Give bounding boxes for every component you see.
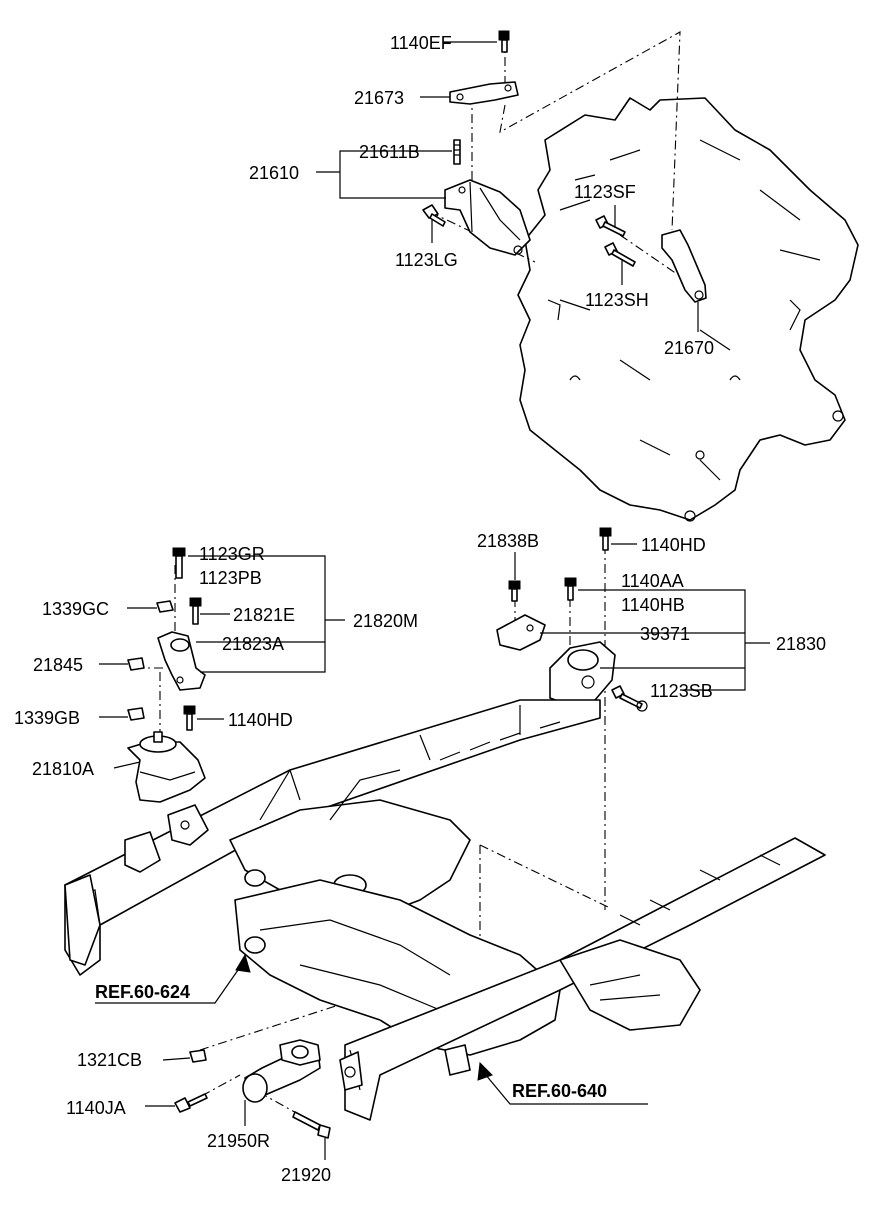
- stud-21611b-icon: [453, 139, 461, 165]
- part-labels: 1140EF 21673 21611B 21610 1123LG 1123SF …: [14, 33, 826, 1185]
- upper-mount-bracket: [444, 81, 531, 256]
- label-1123sh: 1123SH: [585, 290, 649, 310]
- bolt-1140ja-icon: [174, 1093, 208, 1113]
- label-39371: 39371: [640, 624, 690, 644]
- label-21611b: 21611B: [359, 142, 420, 162]
- label-21920: 21920: [281, 1165, 331, 1185]
- label-1123pb: 1123PB: [199, 568, 262, 588]
- label-21821e: 21821E: [233, 605, 295, 625]
- bolt-1123sb-icon: [611, 685, 648, 712]
- label-21838b: 21838B: [477, 531, 539, 551]
- label-1123sb: 1123SB: [650, 681, 713, 701]
- bolt-1123sf-icon: [595, 215, 626, 237]
- bolt-1140hd-right-icon: [599, 527, 612, 551]
- subframe-assembly: [64, 699, 826, 1121]
- label-21670: 21670: [664, 338, 714, 358]
- label-21673: 21673: [354, 88, 404, 108]
- label-21810a: 21810A: [32, 759, 94, 779]
- label-21823a: 21823A: [222, 634, 284, 654]
- label-1140hd-left: 1140HD: [228, 710, 293, 730]
- nut-1321cb-icon: [189, 1049, 207, 1063]
- label-ref-60-624: REF.60-624: [95, 982, 190, 1002]
- label-1140hb: 1140HB: [621, 595, 685, 615]
- label-21820m: 21820M: [353, 611, 418, 631]
- nut-1339gc-icon: [156, 600, 174, 613]
- bolt-1140hd-left-icon: [183, 705, 196, 731]
- insulator-21830: [549, 641, 616, 707]
- label-21830: 21830: [776, 634, 826, 654]
- bolt-1140aa-icon: [564, 577, 577, 601]
- label-21950r: 21950R: [207, 1131, 270, 1151]
- leader-lines: [95, 41, 770, 1160]
- bolt-1140ef-icon: [498, 30, 510, 53]
- label-1123sf: 1123SF: [574, 182, 636, 202]
- bolt-1123lg-icon: [422, 204, 446, 227]
- bolt-21920-icon: [292, 1111, 331, 1139]
- bracket-21823a: [157, 631, 206, 691]
- label-1339gb: 1339GB: [14, 708, 80, 728]
- engine-bracket-21670: [661, 229, 707, 303]
- nut-21845-icon: [127, 657, 145, 671]
- label-1140aa: 1140AA: [621, 571, 684, 591]
- bolt-21838b-icon: [508, 580, 521, 602]
- label-1123gr: 1123GR: [199, 544, 265, 564]
- label-1321cb: 1321CB: [77, 1050, 142, 1070]
- bolt-1123sh-icon: [604, 242, 636, 267]
- bolt-1123gr-icon: [172, 547, 186, 579]
- label-1339gc: 1339GC: [42, 599, 109, 619]
- engine-block: [517, 97, 859, 522]
- label-ref-60-640: REF.60-640: [512, 1081, 607, 1101]
- insulator-21810a: [127, 731, 206, 803]
- label-1123lg: 1123LG: [395, 250, 458, 270]
- label-1140hd-right: 1140HD: [641, 535, 706, 555]
- ref-arrows: [235, 953, 493, 1081]
- nut-1339gb-icon: [127, 707, 145, 721]
- label-1140ja: 1140JA: [66, 1098, 126, 1118]
- roll-rod-21950r: [242, 1039, 321, 1103]
- bolt-21821e-icon: [189, 597, 202, 625]
- bracket-39371: [496, 614, 546, 651]
- label-21845: 21845: [33, 655, 83, 675]
- label-1140ef: 1140EF: [390, 33, 452, 53]
- label-21610: 21610: [249, 163, 299, 183]
- dashed-assembly-lines: [135, 31, 691, 1116]
